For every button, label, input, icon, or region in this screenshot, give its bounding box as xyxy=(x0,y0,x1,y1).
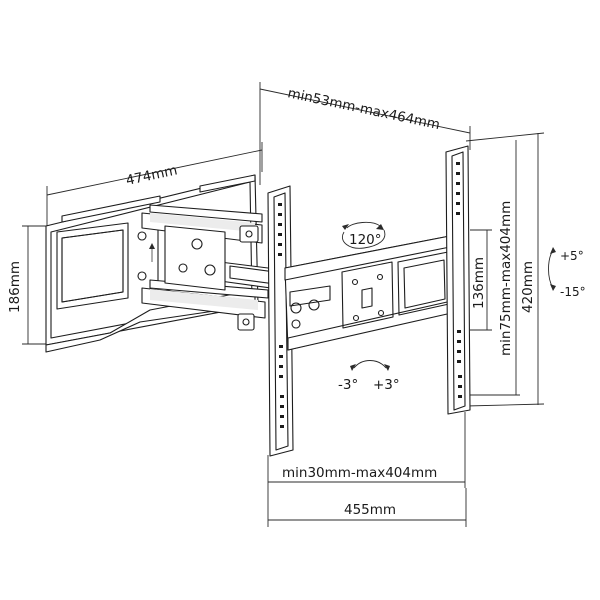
left-tv-bracket xyxy=(267,185,294,457)
rail-height-label: 136mm xyxy=(471,257,487,309)
dim-line-depth xyxy=(259,88,471,134)
bracket-height-label: 420mm xyxy=(520,261,536,313)
level-right-label: +3° xyxy=(373,377,400,393)
level-arrow xyxy=(350,360,390,371)
tilt-down-label: -15° xyxy=(560,285,586,299)
tilt-arrow xyxy=(548,247,556,291)
depth-label: min53mm-max464mm xyxy=(286,85,441,133)
vesa-vertical-label: min75mm-max404mm xyxy=(498,201,514,356)
arm-length-label: 474mm xyxy=(125,162,179,188)
plate-height-label: 186mm xyxy=(7,261,23,313)
dim-line-arm-length xyxy=(46,149,263,196)
swivel-arrow xyxy=(342,221,386,249)
swivel-label: 120° xyxy=(349,232,382,248)
bracket-width-label: 455mm xyxy=(344,502,396,518)
dimension-lines xyxy=(22,82,545,527)
vesa-horizontal-label: min30mm-max404mm xyxy=(282,465,437,481)
tilt-up-label: +5° xyxy=(560,249,584,263)
level-left-label: -3° xyxy=(338,377,358,393)
tv-plate xyxy=(284,234,457,351)
right-tv-bracket xyxy=(445,145,471,415)
